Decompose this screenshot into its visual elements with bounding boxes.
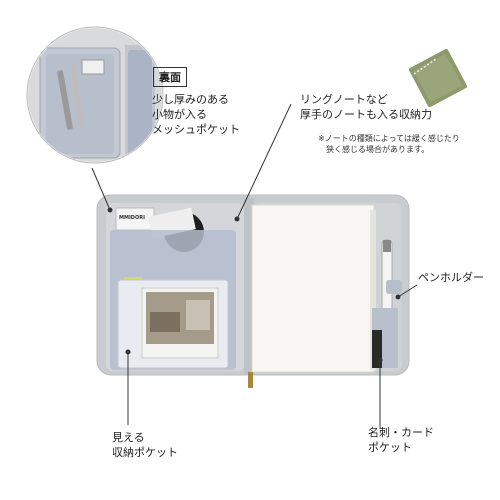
ring-note-line-2: 狭く感じる場合があります。	[326, 145, 430, 154]
back-line-1: 少し厚みのある	[152, 93, 229, 106]
card-line-1: 名刺・カード	[368, 426, 434, 439]
card-brand-text: MMIDORI	[119, 215, 145, 221]
back-line-2: 小物が入る	[152, 108, 207, 121]
ring-notebook-label: リングノートなど 厚手のノートも入る収納力	[300, 92, 432, 122]
ring-line-2: 厚手のノートも入る収納力	[300, 108, 432, 121]
card-pocket-label: 名刺・カード ポケット	[368, 425, 434, 455]
visible-pocket-label: 見える 収納ポケット	[112, 430, 178, 460]
visible-line-1: 見える	[112, 431, 145, 444]
back-pocket-label: 少し厚みのある 小物が入る メッシュポケット	[152, 92, 240, 137]
visible-line-2: 収納ポケット	[112, 446, 178, 459]
ring-notebook-icon	[408, 48, 468, 108]
open-case	[96, 194, 410, 388]
back-line-3: メッシュポケット	[152, 123, 240, 136]
leader-lines	[91, 103, 418, 428]
back-badge: 裏面	[153, 67, 187, 87]
pen-holder-label: ペンホルダー	[418, 271, 484, 284]
ring-note-line-1: ※ノートの種類によっては緩く感じたり	[318, 134, 460, 143]
back-side-inset	[26, 26, 164, 164]
ring-notebook-note: ※ノートの種類によっては緩く感じたり 狭く感じる場合があります。	[318, 133, 460, 155]
ring-line-1: リングノートなど	[300, 93, 388, 106]
card-line-2: ポケット	[368, 441, 412, 454]
